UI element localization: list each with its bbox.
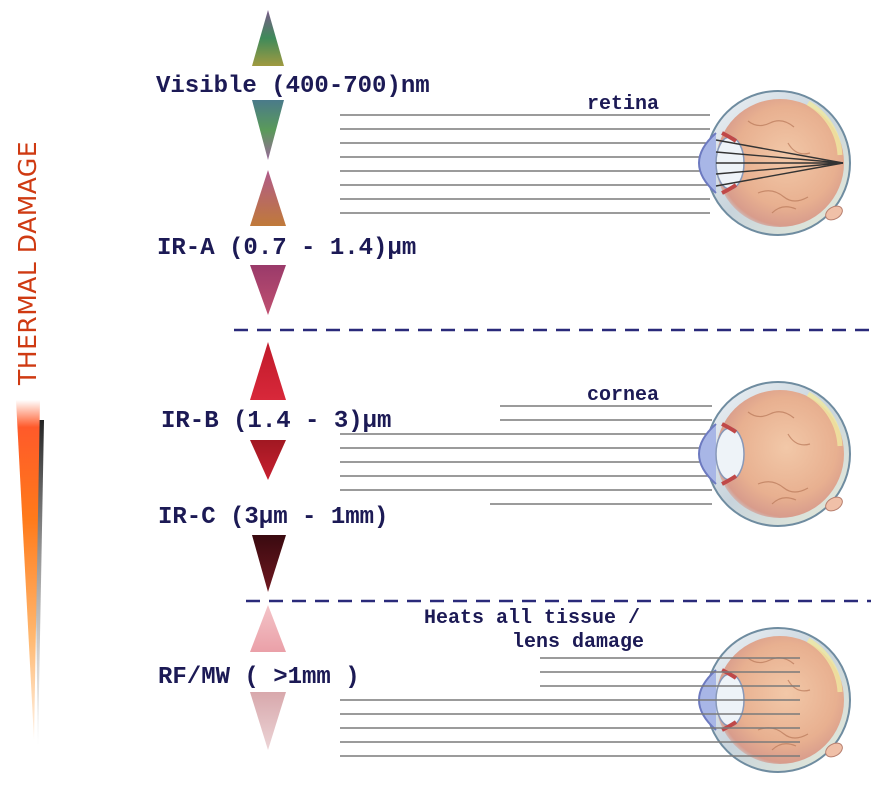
spectrum-triangles bbox=[250, 10, 286, 750]
band-label-ira: IR-A (0.7 - 1.4)µm bbox=[157, 235, 416, 262]
band-label-irc: IR-C (3µm - 1mm) bbox=[158, 504, 388, 531]
band-label-irb: IR-B (1.4 - 3)µm bbox=[161, 408, 391, 435]
rf-triangle-up bbox=[250, 605, 286, 652]
visible-triangle-up bbox=[252, 10, 284, 66]
eye-retina-group bbox=[340, 91, 850, 235]
ira-triangle-up bbox=[250, 170, 286, 226]
eye-retina-focus-rays bbox=[715, 139, 844, 187]
band-label-rfmw: RF/MW ( >1mm ) bbox=[158, 664, 360, 691]
ira-triangle-down bbox=[250, 265, 286, 315]
eye-retina-rays bbox=[340, 114, 710, 214]
tissue-label-line1: Heats all tissue / bbox=[424, 607, 640, 630]
cornea-label: cornea bbox=[587, 384, 659, 407]
irb-triangle-up bbox=[250, 342, 286, 400]
eye-tissue-rays bbox=[340, 657, 800, 757]
eye-tissue-group bbox=[340, 628, 850, 772]
rf-triangle-down bbox=[250, 692, 286, 750]
band-label-visible: Visible (400-700)nm bbox=[156, 73, 430, 100]
thermal-gradient-bar bbox=[16, 400, 40, 740]
tissue-label-line2: lens damage bbox=[512, 631, 644, 654]
eye-cornea-group bbox=[340, 382, 850, 526]
irb-triangle-down bbox=[250, 440, 286, 480]
visible-triangle-down bbox=[252, 100, 284, 160]
irc-triangle-down bbox=[252, 535, 286, 592]
retina-label: retina bbox=[587, 93, 659, 116]
eye-cornea-rays bbox=[340, 405, 712, 505]
thermal-damage-label: THERMAL DAMAGE bbox=[13, 141, 42, 386]
eye-cornea bbox=[699, 382, 850, 526]
